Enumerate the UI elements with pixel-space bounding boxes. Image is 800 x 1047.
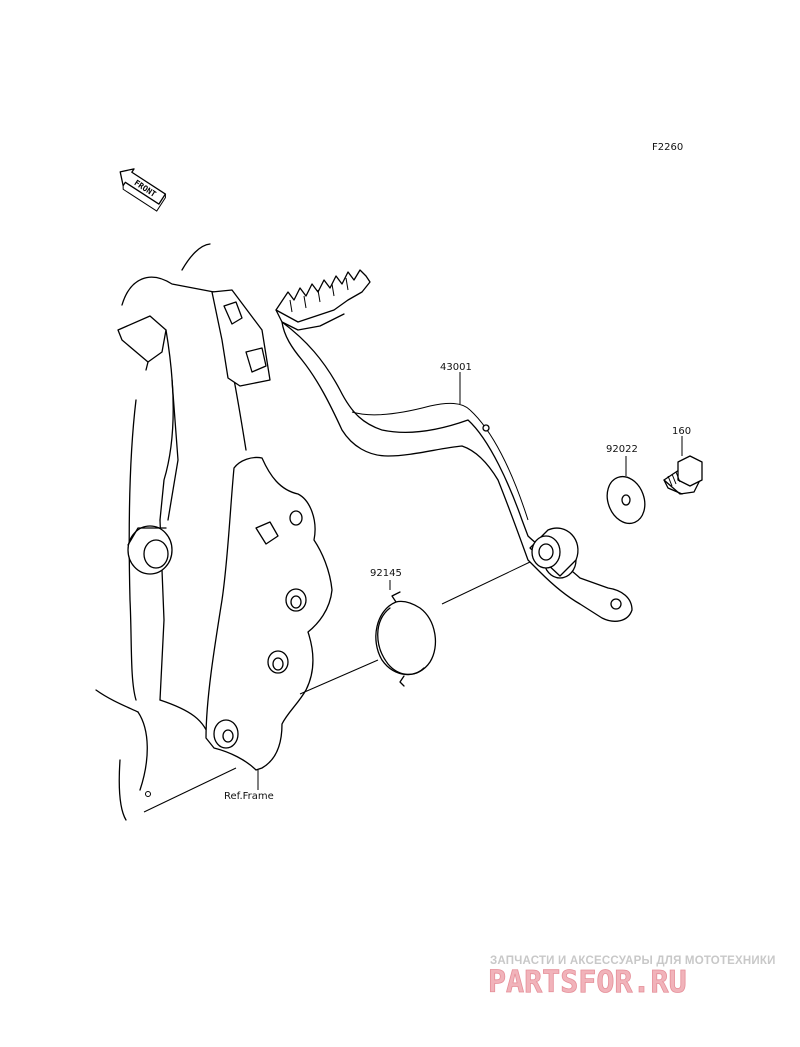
frame-drawing: [95, 243, 333, 821]
watermark-tagline: ЗАПЧАСТИ И АКСЕССУАРЫ ДЛЯ МОТОТЕХНИКИ: [490, 955, 776, 967]
assembly-axis-line: [299, 561, 531, 695]
label-160: 160: [672, 426, 691, 437]
watermark-logo: PARTSFOR.RU: [488, 965, 687, 1000]
brake-pedal-drawing: [275, 269, 633, 622]
figure-code: F2260: [652, 142, 683, 153]
front-arrow-icon: FRONT: [119, 168, 167, 212]
label-ref-frame: Ref.Frame: [224, 791, 274, 802]
return-spring-drawing: [375, 580, 437, 687]
washer-drawing: [606, 456, 646, 525]
label-92022: 92022: [606, 444, 638, 455]
bolt-drawing: [663, 436, 703, 495]
label-92145: 92145: [370, 568, 402, 579]
label-43001: 43001: [440, 362, 472, 373]
